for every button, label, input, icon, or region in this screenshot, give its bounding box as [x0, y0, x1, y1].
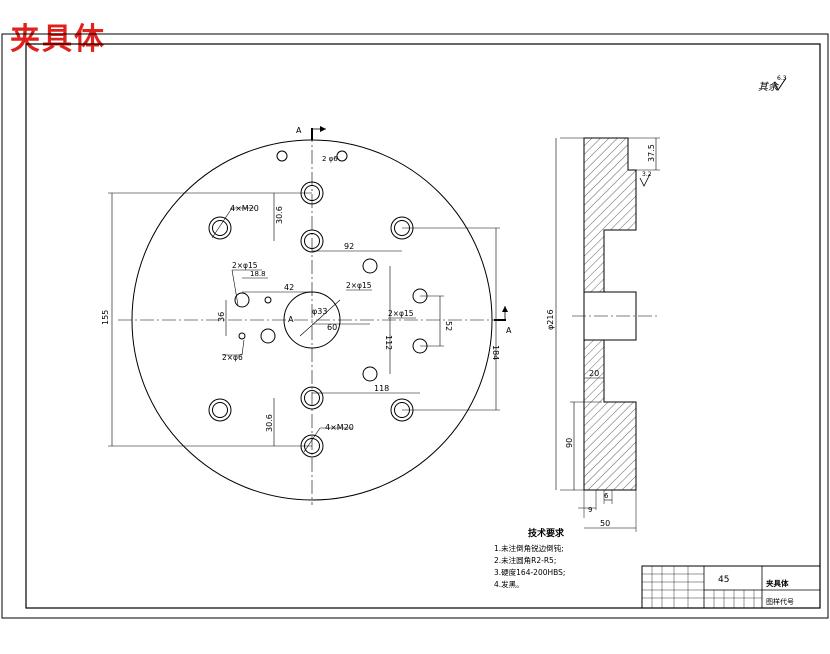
d15-label-mid: 2×φ15 [346, 281, 372, 290]
small-hole [336, 150, 348, 162]
svg-text:18.8: 18.8 [250, 270, 266, 278]
svg-text:30.6: 30.6 [275, 206, 284, 224]
d15-hole [234, 292, 250, 308]
section-mark-right: A [494, 306, 512, 335]
dim-155: 155 [101, 192, 312, 447]
dim-216: φ216 [546, 138, 557, 490]
svg-text:184: 184 [491, 345, 500, 360]
dim-20: 20 [584, 369, 604, 379]
d15-label-right: 2×φ15 [388, 309, 414, 318]
side-view: φ216 37.5 3.2 20 90 9 [546, 137, 660, 532]
svg-text:52: 52 [444, 321, 453, 331]
dim-112: 112 [384, 266, 393, 374]
tech-item: 4.发黑。 [494, 579, 524, 589]
m20-hole [300, 386, 324, 410]
d15-hole [260, 328, 276, 344]
dim-118: 118 [312, 384, 420, 394]
svg-text:37.5: 37.5 [647, 144, 656, 162]
svg-text:20: 20 [589, 369, 599, 378]
material-text: 45 [718, 575, 729, 585]
svg-text:42: 42 [284, 283, 294, 292]
tech-item: 2.未注圆角R2-R5; [494, 555, 556, 565]
sheet-border [1, 33, 829, 619]
section-upper [583, 137, 637, 293]
center-bore-label: φ33 [312, 307, 327, 316]
dim-92: 92 [312, 242, 402, 252]
dim-6: 6 [603, 490, 613, 504]
dim-184: 184 [402, 227, 500, 411]
svg-text:6: 6 [604, 492, 609, 500]
svg-text:30.6: 30.6 [265, 414, 274, 432]
section-mark-top: A [296, 126, 326, 140]
svg-text:118: 118 [374, 384, 389, 393]
tech-title: 技术要求 [528, 527, 565, 539]
dim-42: 42 [242, 283, 312, 293]
m20-label-bottom: 4×M20 [325, 423, 354, 432]
svg-text:9: 9 [588, 506, 592, 514]
svg-text:155: 155 [101, 310, 110, 325]
small-hole-label: 2 φ6 [322, 155, 338, 163]
section-lower [583, 339, 637, 491]
m20-label-top: 4×M20 [230, 204, 259, 213]
dim-9: 9 [578, 490, 597, 518]
pin-hole [264, 296, 272, 304]
front-view: A A φ33 A 2 φ6 [101, 126, 512, 505]
svg-text:6.3: 6.3 [777, 75, 787, 82]
drawing-frame [25, 43, 821, 609]
dim-36: 36 [217, 300, 227, 336]
svg-text:3.2: 3.2 [642, 171, 652, 178]
title-block: 45 夹具体 图样代号 [641, 565, 821, 609]
d15-hole [362, 258, 378, 274]
dim-60: 60 [312, 323, 370, 332]
part-name-text: 夹具体 [766, 578, 789, 588]
roughness-symbol: 6.3 [773, 75, 787, 91]
svg-text:50: 50 [600, 519, 610, 528]
tech-item: 3.硬度164-200HBS; [494, 567, 565, 577]
dim-37-5: 37.5 [628, 137, 660, 171]
side-roughness: 3.2 [639, 171, 652, 187]
svg-text:A: A [506, 326, 512, 335]
dim-50: 50 [584, 490, 637, 532]
pin-hole [238, 332, 246, 340]
svg-text:60: 60 [327, 323, 337, 332]
svg-text:A: A [296, 126, 302, 135]
dim-90: 90 [565, 401, 602, 490]
tech-requirements: 技术要求 1.未注倒角锐边倒钝; 2.未注圆角R2-R5; 3.硬度164-20… [494, 527, 565, 589]
dim-30-6-top: 30.6 [273, 193, 284, 241]
m20-hole [208, 216, 232, 240]
small-hole [276, 150, 288, 162]
dim-52: 52 [420, 295, 453, 347]
d15-hole [362, 366, 378, 382]
m20-hole [300, 229, 324, 253]
dim-30-6-bot: 30.6 [265, 398, 275, 446]
d15-label-left: 2×φ15 [232, 261, 258, 270]
svg-text:92: 92 [344, 242, 354, 251]
tech-item: 1.未注倒角锐边倒钝; [494, 543, 564, 553]
svg-text:36: 36 [217, 312, 226, 322]
drawing-number-text: 图样代号 [766, 597, 794, 606]
d6-label: 2×φ6 [222, 353, 243, 362]
dim-18-8: 18.8 [242, 270, 268, 279]
svg-text:φ216: φ216 [546, 309, 555, 330]
svg-text:112: 112 [384, 335, 393, 350]
center-section-label: A [288, 315, 294, 324]
m20-hole [208, 398, 232, 422]
svg-text:90: 90 [565, 438, 574, 448]
